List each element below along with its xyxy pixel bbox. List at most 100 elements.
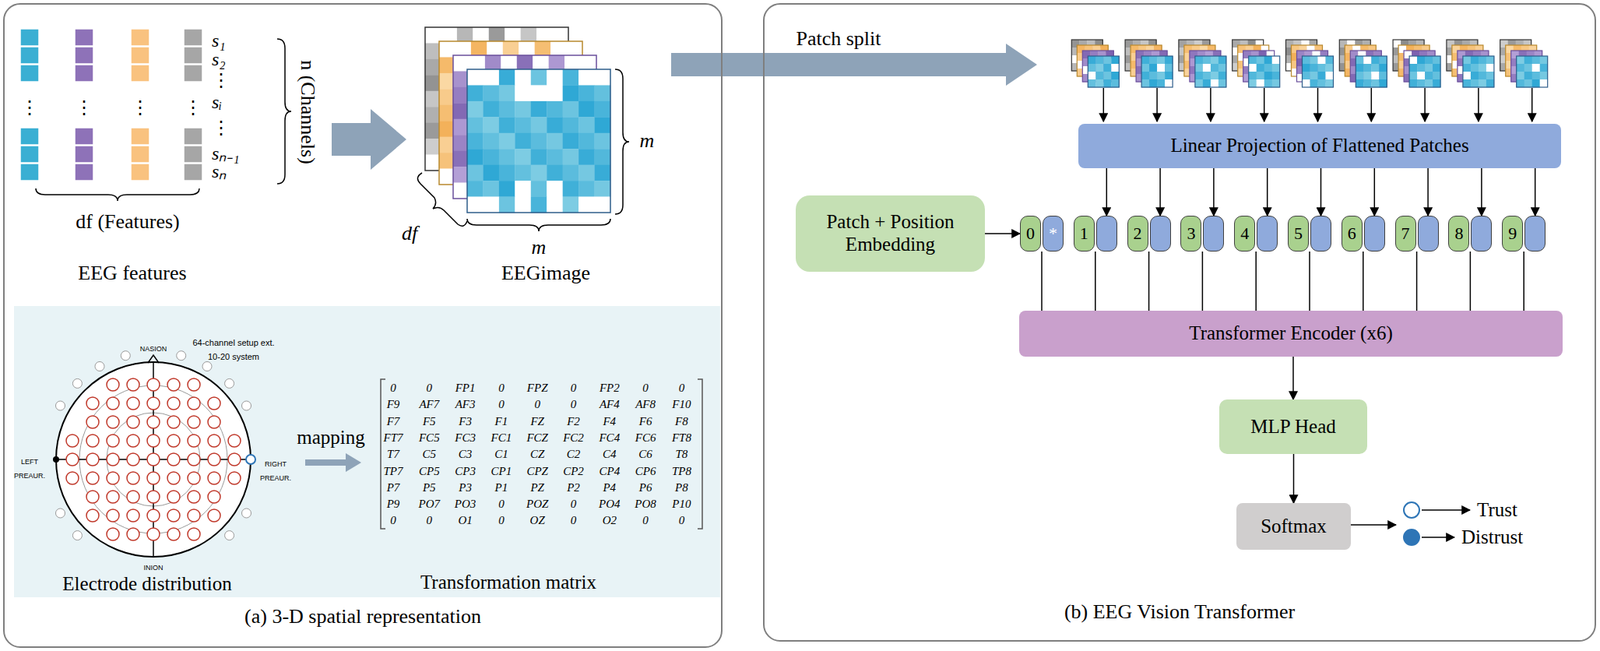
electrode (66, 471, 79, 485)
label-holder: FC1 (491, 430, 513, 445)
image-cell (546, 84, 563, 102)
electrode (147, 415, 160, 429)
head-outline (56, 362, 251, 557)
label-holder: n (Channels) (296, 59, 320, 165)
image-cell (578, 69, 595, 86)
patch-cell (1478, 56, 1487, 64)
patch-cell (1248, 79, 1257, 88)
patch-cell (1523, 63, 1532, 71)
electrode (126, 453, 140, 466)
label-holder: 0 (426, 513, 433, 528)
label-holder: FCZ (526, 430, 549, 445)
patch-cell (1095, 63, 1104, 72)
matrix-cell: 0 (570, 514, 577, 528)
matrix-cell: P1 (495, 481, 509, 494)
patch-cell (1371, 56, 1379, 64)
label-holder: Trust (1476, 499, 1518, 521)
patch-cell (1248, 63, 1257, 72)
label-holder: FC5 (418, 430, 440, 445)
index-pill: 8 (1448, 215, 1470, 252)
image-cell (594, 133, 612, 150)
label-holder: F1 (495, 414, 509, 429)
patch-cell (1516, 56, 1525, 64)
patch-cell (1302, 56, 1311, 64)
matrix-cell: CP5 (418, 464, 440, 478)
box-label: Linear Projection of Flattened Patches (1170, 134, 1469, 158)
process-box: Linear Projection of Flattened Patches (1078, 123, 1562, 169)
label-holder: P6 (639, 480, 653, 495)
label: mapping (296, 426, 366, 448)
image-cell (499, 165, 516, 182)
label: n (Channels) (296, 59, 320, 165)
image-cell (482, 133, 500, 150)
patch-cell (1164, 56, 1173, 64)
matrix-bracket (380, 379, 386, 529)
image-cell (562, 101, 580, 118)
matrix-cell: P2 (566, 481, 581, 494)
patch-arrow (1209, 87, 1212, 122)
matrix-cell: P8 (675, 481, 689, 494)
electrode (86, 434, 99, 447)
index-pill: 4 (1234, 215, 1256, 252)
label: sₙ₋₁ (211, 143, 240, 164)
patch-arrow (1317, 87, 1319, 122)
image-cell (514, 84, 531, 102)
matrix-cell: FT7 (383, 431, 403, 444)
feature-cell (130, 28, 150, 46)
image-cell (562, 165, 580, 182)
brace (35, 188, 200, 201)
patch-cell (1417, 63, 1425, 72)
process-box: Patch + Position Embedding (795, 195, 985, 272)
patch-cell (1478, 63, 1487, 72)
matrix-cell: F1 (495, 414, 509, 428)
token: 8 (1448, 215, 1492, 252)
patch-cell (1218, 63, 1227, 72)
patch-cell (1210, 56, 1219, 64)
electrode (167, 453, 180, 466)
patch-cell (1248, 56, 1257, 64)
patch-cell (1462, 79, 1471, 88)
label: 64-channel setup ext. 10-20 system (192, 337, 275, 362)
image-frame (439, 41, 583, 185)
label-holder: F3 (458, 414, 472, 429)
electrode (66, 453, 79, 466)
patch-cell (1141, 63, 1150, 72)
electrode (126, 509, 140, 522)
label-holder: CP4 (598, 464, 620, 479)
label: s₁ (211, 30, 226, 51)
label: Electrode distribution (62, 573, 232, 595)
embedding-pill (1256, 215, 1278, 252)
patch-frame (1355, 56, 1387, 88)
feature-cell (74, 127, 94, 145)
patch-cell (1103, 63, 1112, 72)
matrix-cell: F4 (602, 414, 616, 428)
feature-cell (20, 145, 39, 163)
electrode (86, 397, 99, 410)
electrode (106, 415, 120, 429)
electrode (120, 351, 131, 361)
patch-cell (1540, 79, 1548, 88)
patch-cell (1470, 63, 1479, 72)
electrode (126, 415, 140, 429)
embedding-pill (1202, 215, 1224, 252)
matrix-cell: C2 (566, 447, 581, 461)
matrix-cell: CP1 (491, 464, 513, 478)
feature-cell (183, 145, 203, 163)
patch-cell (1210, 71, 1219, 80)
label-holder: C4 (602, 446, 617, 461)
patch-cell (1540, 71, 1548, 80)
patch-frame (1195, 56, 1227, 88)
token-index: 8 (1454, 223, 1463, 244)
patch-cell (1363, 63, 1372, 72)
label-holder: s₁ (211, 30, 226, 51)
matrix-cell: 0 (390, 514, 397, 528)
token: 6 (1341, 215, 1386, 252)
patch-cell (1256, 79, 1265, 88)
patch-cell (1478, 79, 1487, 88)
patch-cell (1417, 79, 1425, 88)
label: m (640, 129, 655, 152)
electrode (86, 490, 99, 503)
patch-cell (1202, 63, 1211, 72)
matrix-cell: FC6 (635, 431, 657, 444)
patch-cell (1409, 56, 1418, 64)
